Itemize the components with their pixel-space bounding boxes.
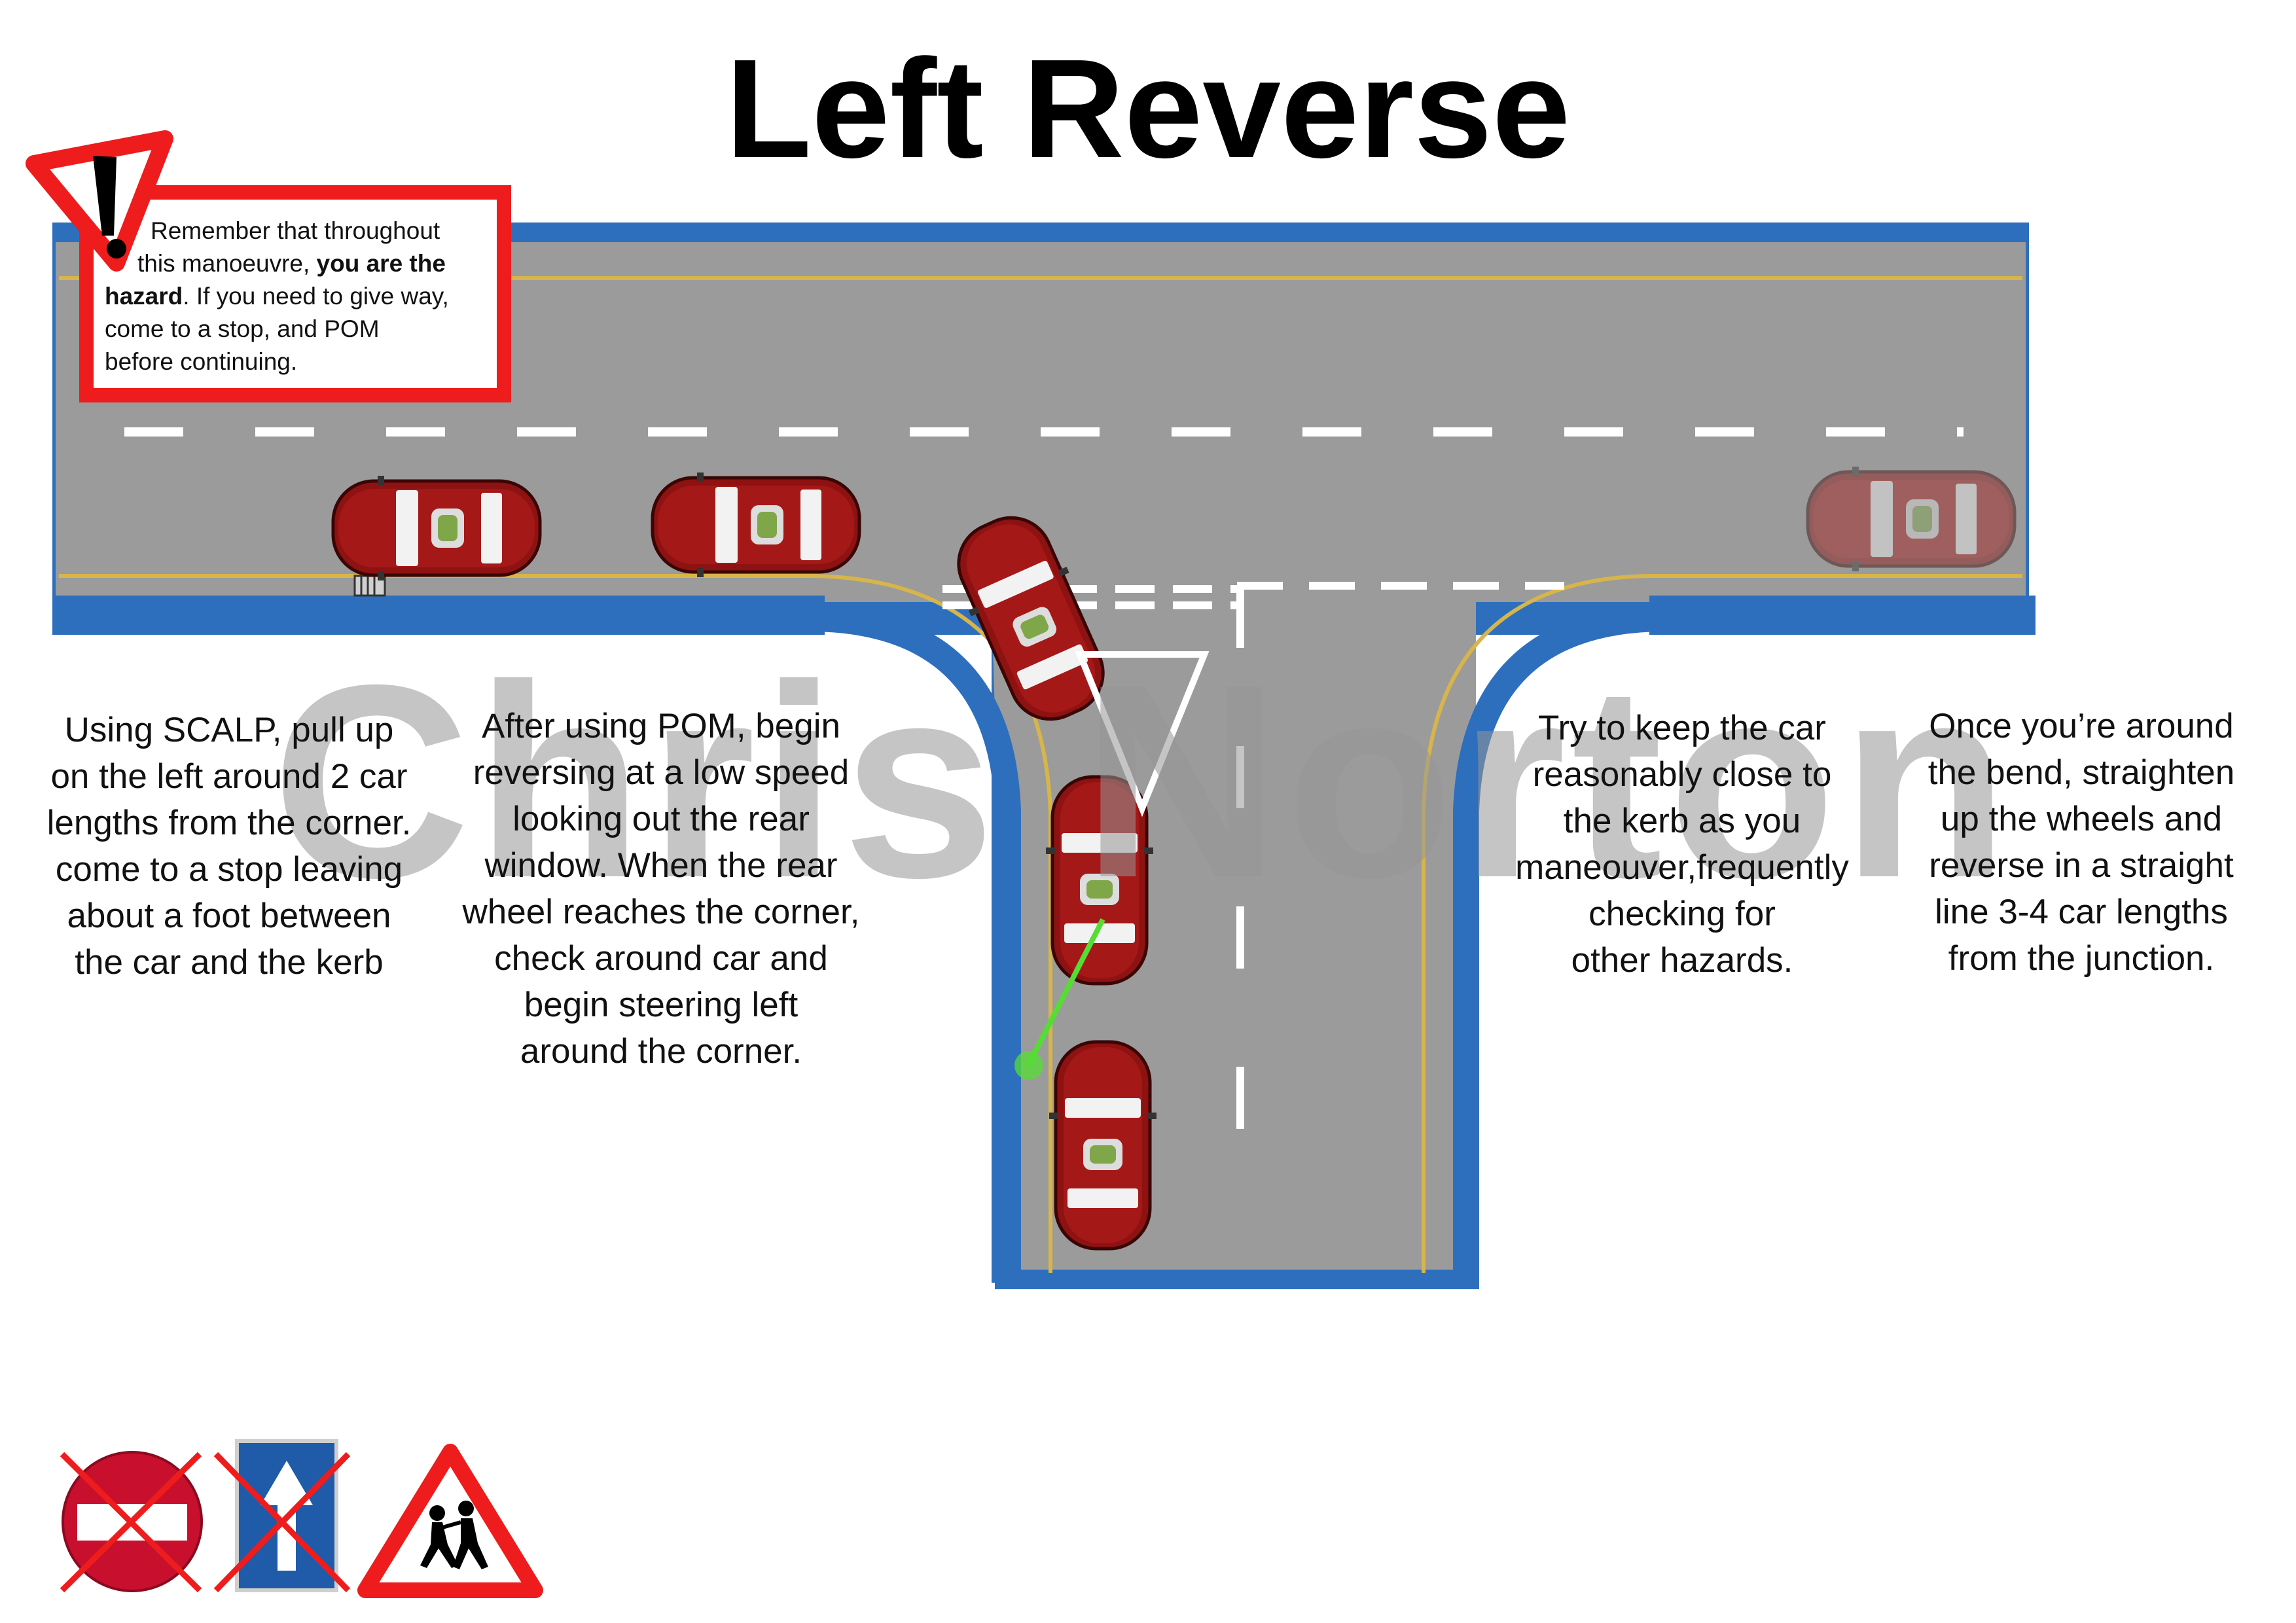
watermark-triangle	[1075, 651, 1210, 817]
page-title: Left Reverse	[725, 29, 1571, 187]
step-line: reasonably close to	[1532, 755, 1832, 794]
step-line: window. When the rear	[484, 846, 838, 885]
step-line: begin steering left	[524, 986, 798, 1024]
warning-exclamation-icon	[26, 130, 173, 272]
step-line: looking out the rear	[512, 800, 810, 838]
car-parked-2	[653, 473, 859, 577]
step-line: After using POM, begin	[482, 707, 840, 745]
hazard-line-2-bold: you are the	[316, 250, 446, 277]
car-parked-1	[333, 476, 540, 580]
step-line: checking for	[1588, 895, 1776, 933]
step-line: up the wheels and	[1940, 800, 2223, 838]
step-line: wheel reaches the corner,	[462, 893, 860, 931]
watermark: Chris Norton	[272, 628, 2015, 935]
hazard-line-3-text: . If you need to give way,	[183, 283, 449, 310]
car-reversing-2	[1049, 1042, 1157, 1249]
step-line: Once you’re around	[1929, 707, 2234, 745]
pavement-corners	[52, 596, 2036, 1289]
children-crossing-sign-icon	[357, 1444, 543, 1598]
hazard-warning-box	[79, 185, 511, 402]
step-line: other hazards.	[1571, 941, 1793, 980]
reverse-path-line	[1014, 918, 1105, 1080]
hazard-line-5: before continuing.	[105, 348, 298, 375]
step-line: reversing at a low speed	[473, 753, 850, 792]
hazard-line-3: hazard. If you need to give way,	[105, 280, 504, 313]
hazard-line-2: this manoeuvre, you are the	[105, 247, 504, 280]
step-line: the bend, straighten	[1928, 753, 2235, 792]
hazard-line-1: Remember that throughout	[151, 217, 440, 244]
step-line: lengths from the corner.	[46, 804, 412, 842]
give-way-lines	[942, 582, 1564, 1178]
step-line: around the corner.	[520, 1032, 802, 1071]
step-line: line 3-4 car lengths	[1935, 893, 2228, 931]
no-entry-sign-icon	[60, 1451, 203, 1593]
step-line: reverse in a straight	[1929, 846, 2234, 885]
step-line: on the left around 2 car	[50, 757, 408, 796]
step-4-text: Once you’re around the bend, straighten …	[1865, 703, 2296, 982]
hazard-text: Remember that throughout this manoeuvre,…	[105, 215, 504, 385]
step-2-text: After using POM, begin reversing at a lo…	[425, 703, 897, 1075]
step-line: Try to keep the car	[1538, 709, 1826, 747]
hazard-line-4: come to a stop, and POM	[105, 315, 380, 342]
step-line: come to a stop leaving	[55, 850, 403, 889]
car-faded	[1808, 467, 2015, 571]
step-line: from the junction.	[1948, 939, 2215, 978]
hazard-line-3-bold: hazard	[105, 283, 183, 310]
one-way-sign-icon	[213, 1439, 351, 1593]
step-line: the car and the kerb	[75, 943, 384, 982]
step-line: Using SCALP, pull up	[64, 711, 394, 749]
hazard-line-2-text: this manoeuvre,	[137, 250, 317, 277]
step-3-text: Try to keep the car reasonably close to …	[1473, 705, 1892, 984]
step-line: about a foot between	[67, 897, 391, 935]
step-line: maneouver,frequently	[1515, 848, 1849, 887]
step-line: check around car and	[494, 939, 828, 978]
step-1-text: Using SCALP, pull up on the left around …	[13, 707, 445, 986]
step-line: the kerb as you	[1563, 802, 1801, 840]
